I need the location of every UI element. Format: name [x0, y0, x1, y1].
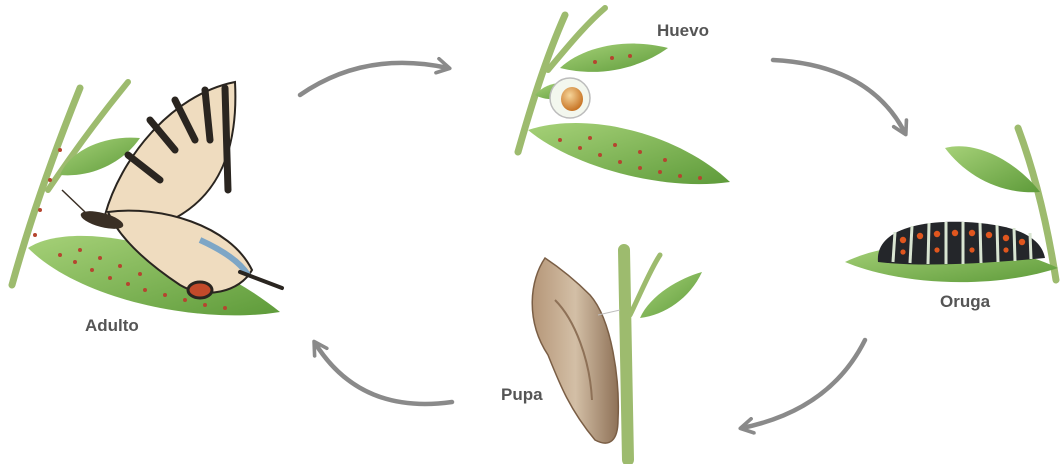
arrow-pupa-to-adulto: [315, 343, 452, 404]
stage-label-adulto: Adulto: [85, 316, 139, 335]
arrow-oruga-to-pupa: [742, 340, 865, 428]
egg-leaf-top: [560, 44, 668, 72]
arrow-adulto-to-huevo: [300, 63, 448, 95]
pupa-stage-illustration: [532, 250, 702, 460]
antenna: [62, 190, 85, 212]
chrysalis: [532, 258, 618, 443]
egg: [561, 87, 583, 111]
adult-stage-illustration: [12, 82, 282, 315]
stage-label-oruga: Oruga: [940, 292, 991, 311]
arrow-huevo-to-oruga: [773, 60, 905, 133]
hindwing-tail: [240, 272, 282, 288]
pupa-stem: [624, 250, 628, 460]
egg-leaf-bottom: [528, 123, 730, 184]
hindwing-eyespot: [188, 282, 212, 298]
stage-label-pupa: Pupa: [501, 385, 543, 404]
stage-label-huevo: Huevo: [657, 21, 709, 40]
caterpillar: [878, 222, 1045, 265]
caterpillar-stage-illustration: [845, 128, 1058, 282]
